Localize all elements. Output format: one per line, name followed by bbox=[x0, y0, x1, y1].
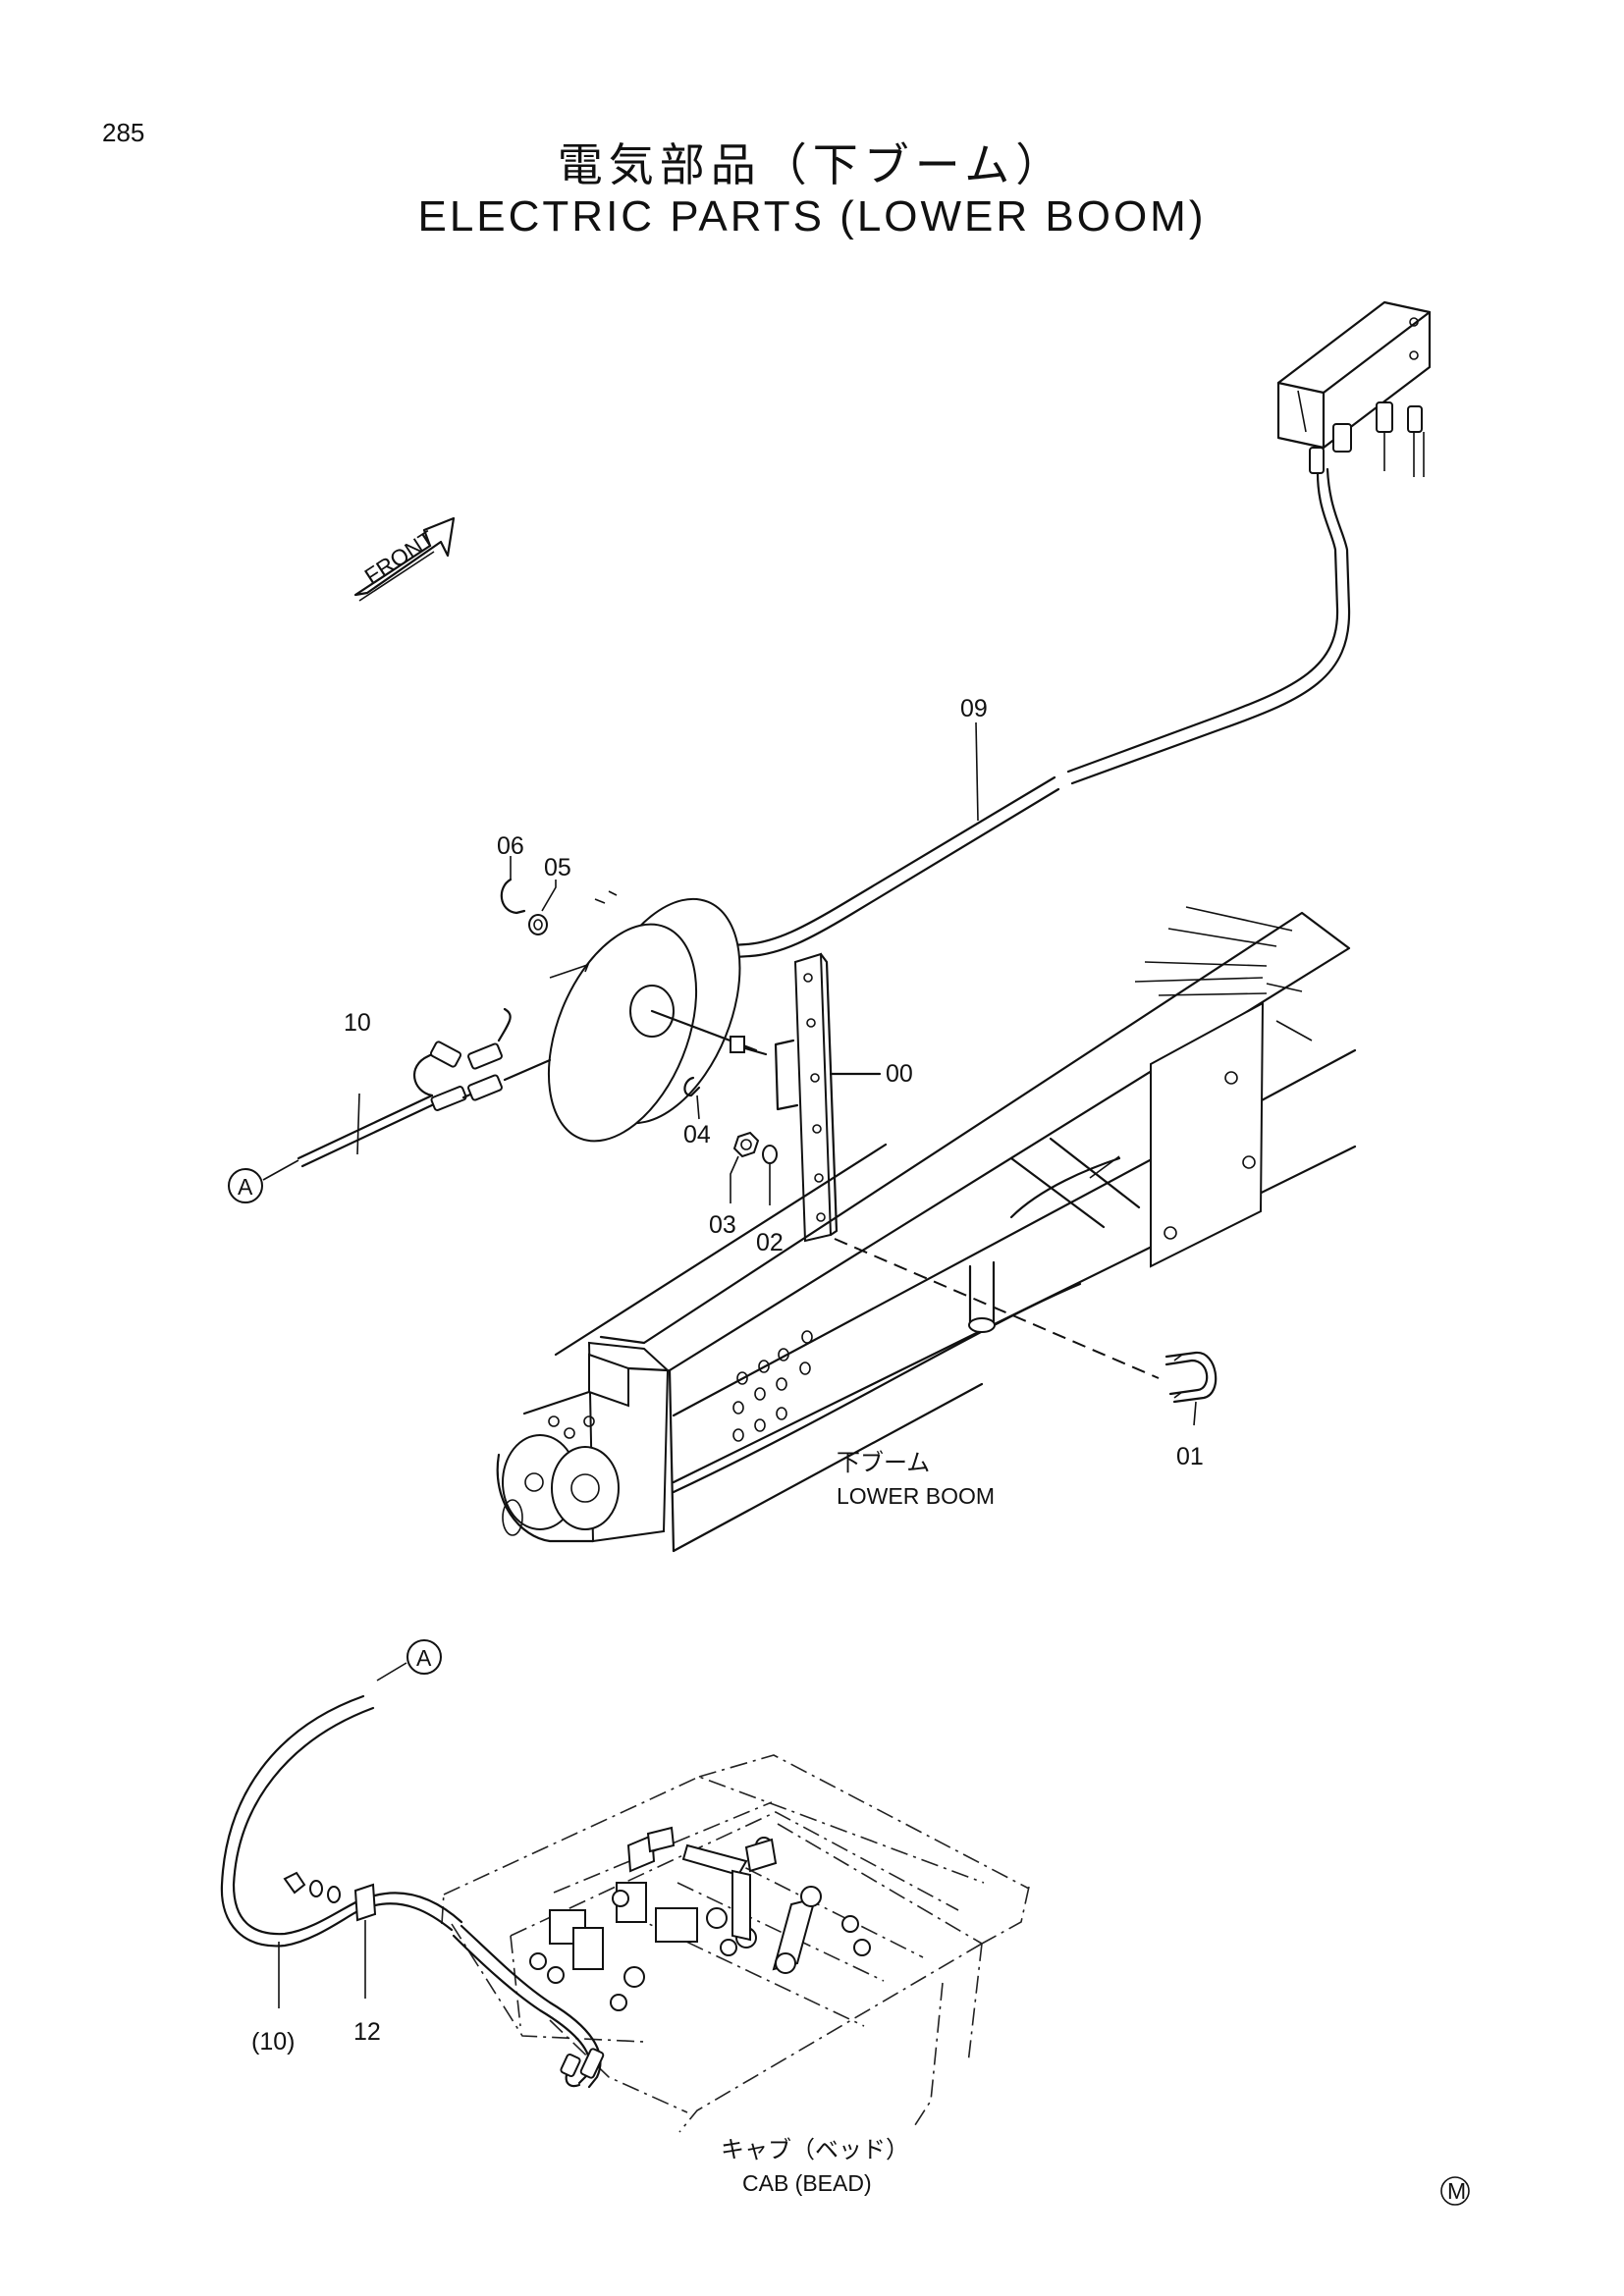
lower-boom bbox=[496, 906, 1357, 1553]
lower-boom-label-jp: 下ブーム bbox=[837, 1449, 930, 1476]
page-number: 285 bbox=[102, 118, 145, 147]
callout-06: 06 bbox=[497, 832, 524, 860]
callout-10: 10 bbox=[344, 1009, 371, 1037]
cab-frame bbox=[441, 1754, 1030, 2133]
mounting-leader-line bbox=[834, 1238, 1160, 1379]
callout-05: 05 bbox=[544, 854, 571, 881]
connector-box bbox=[1276, 300, 1432, 477]
callout-02: 02 bbox=[756, 1229, 784, 1256]
corner-mark-icon: M bbox=[1440, 2176, 1470, 2206]
page-title-english: ELECTRIC PARTS (LOWER BOOM) bbox=[417, 192, 1207, 240]
callout-10-reference: (10) bbox=[251, 2028, 295, 2056]
callout-00: 00 bbox=[886, 1060, 913, 1088]
callout-01: 01 bbox=[1176, 1443, 1204, 1470]
front-label: FRONT bbox=[360, 525, 440, 589]
washer-05 bbox=[528, 880, 557, 935]
reference-a-bottom-label: A bbox=[416, 1645, 432, 1671]
cable-reel bbox=[547, 890, 758, 1143]
corner-mark-label: M bbox=[1447, 2178, 1466, 2204]
u-bolt-01 bbox=[1164, 1351, 1218, 1426]
lower-boom-label-en: LOWER BOOM bbox=[837, 1483, 995, 1509]
front-arrow-icon: FRONT bbox=[353, 516, 456, 602]
pin-04 bbox=[683, 1076, 701, 1120]
cab-label-jp: キャブ（ベッド） bbox=[721, 2136, 909, 2163]
cable-lower-10 bbox=[220, 1694, 605, 2089]
page-title-japanese: 電気部品（下ブーム） bbox=[557, 138, 1067, 191]
clip-06 bbox=[500, 856, 526, 915]
nut-03 bbox=[730, 1131, 760, 1203]
cable-10 bbox=[297, 1007, 552, 1168]
washer-02 bbox=[762, 1145, 778, 1205]
callout-04: 04 bbox=[683, 1121, 711, 1148]
callout-09: 09 bbox=[960, 695, 988, 722]
reference-a-top-label: A bbox=[238, 1174, 253, 1200]
reference-a-top: A bbox=[228, 1159, 299, 1203]
bracket-00 bbox=[730, 952, 882, 1243]
cable-09 bbox=[549, 467, 1351, 979]
cab-label-en: CAB (BEAD) bbox=[742, 2170, 872, 2196]
callout-12: 12 bbox=[353, 2018, 381, 2046]
reference-a-bottom: A bbox=[376, 1639, 442, 1682]
callout-03: 03 bbox=[709, 1211, 736, 1239]
